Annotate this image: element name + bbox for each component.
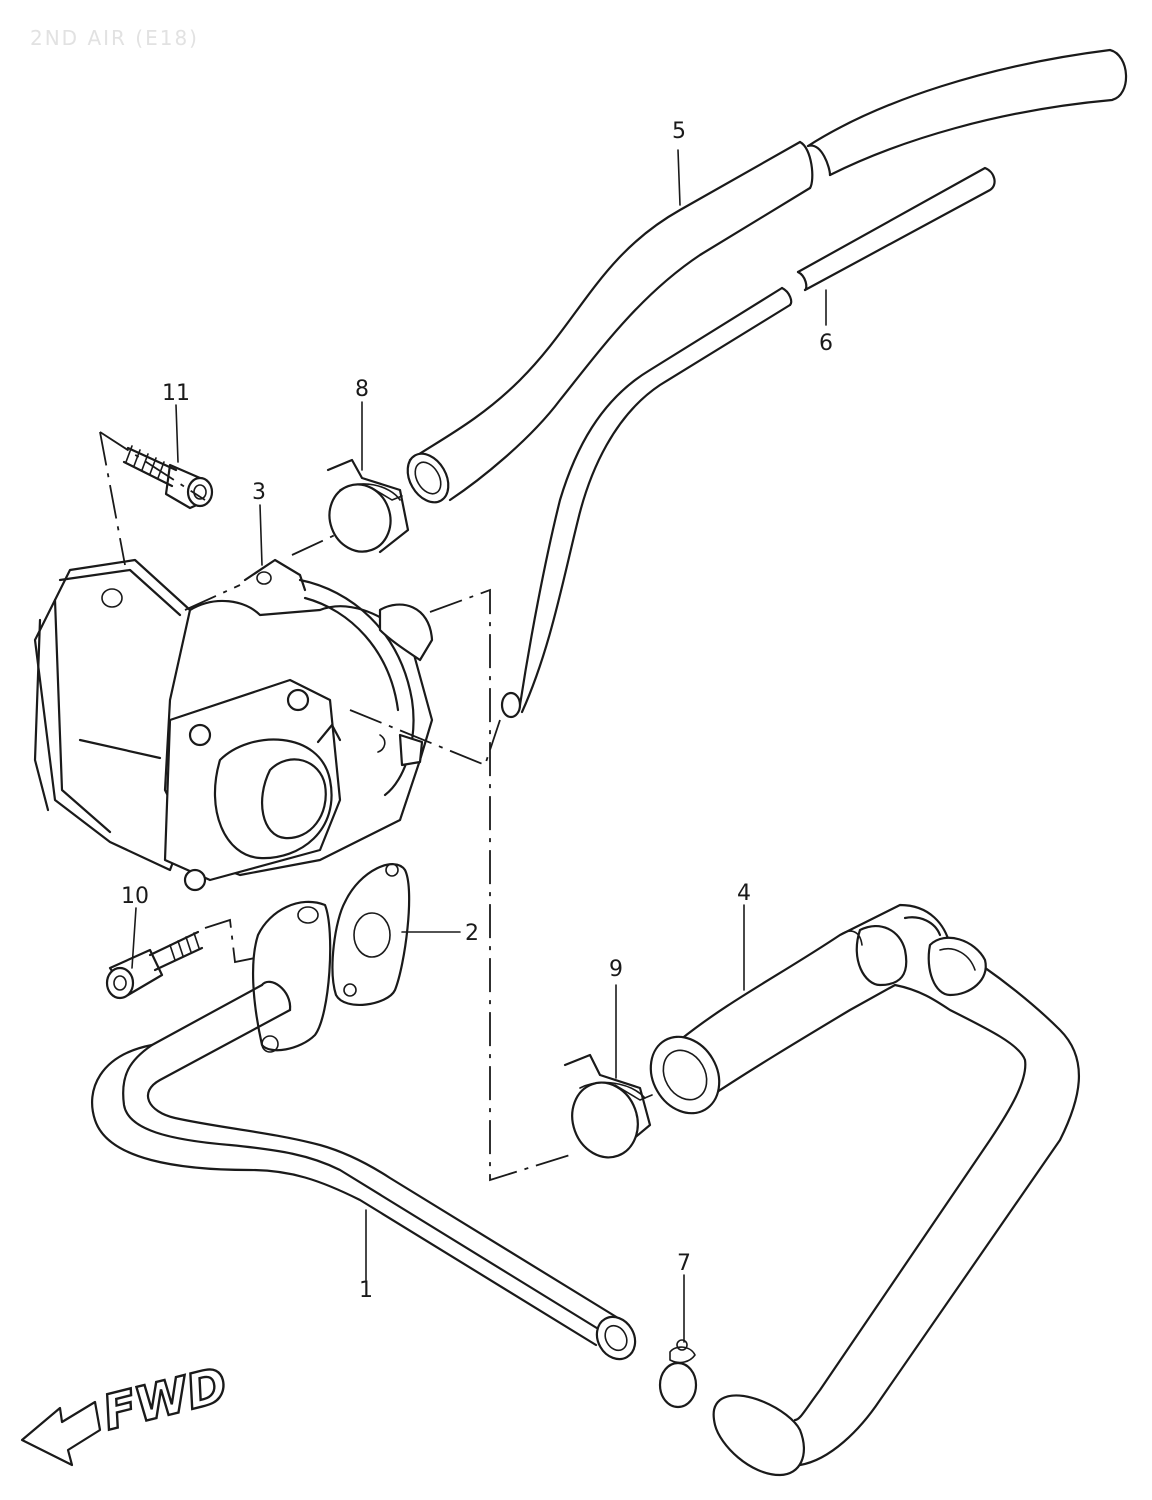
- forward-direction-indicator: FWD: [20, 1356, 234, 1467]
- forward-label: FWD: [97, 1357, 232, 1442]
- part-label-9: 9: [609, 957, 623, 982]
- part-label-6: 6: [819, 331, 833, 356]
- hose-6[interactable]: [500, 166, 996, 719]
- part-label-10: 10: [121, 884, 149, 909]
- part-label-8: 8: [355, 377, 369, 402]
- part-label-4: 4: [737, 881, 751, 906]
- assembly-reference-lines: [99, 431, 571, 1182]
- diagram-header: 2ND AIR (E18): [30, 26, 199, 50]
- hose-5[interactable]: [399, 48, 1128, 510]
- bolt-11[interactable]: [122, 445, 214, 510]
- clamp-7[interactable]: [658, 1339, 698, 1409]
- air-valve-3[interactable]: [33, 558, 434, 892]
- clamp-8[interactable]: [320, 458, 410, 560]
- forward-arrow-icon: [20, 1400, 102, 1467]
- part-label-11: 11: [162, 381, 190, 406]
- pipe-1[interactable]: [91, 900, 642, 1366]
- clamp-9[interactable]: [562, 1053, 653, 1167]
- gasket-2[interactable]: [331, 863, 411, 1006]
- part-label-5: 5: [672, 119, 686, 144]
- part-label-3: 3: [252, 480, 266, 505]
- part-label-7: 7: [677, 1251, 691, 1276]
- part-label-1: 1: [359, 1278, 373, 1303]
- part-label-2: 2: [465, 921, 479, 946]
- part-labels: 5 6 11 8 3 4 2 9 10 1 7: [121, 119, 833, 1303]
- hose-4[interactable]: [637, 903, 1080, 1477]
- bolt-10[interactable]: [105, 930, 204, 1000]
- leader-lines: [131, 149, 827, 1343]
